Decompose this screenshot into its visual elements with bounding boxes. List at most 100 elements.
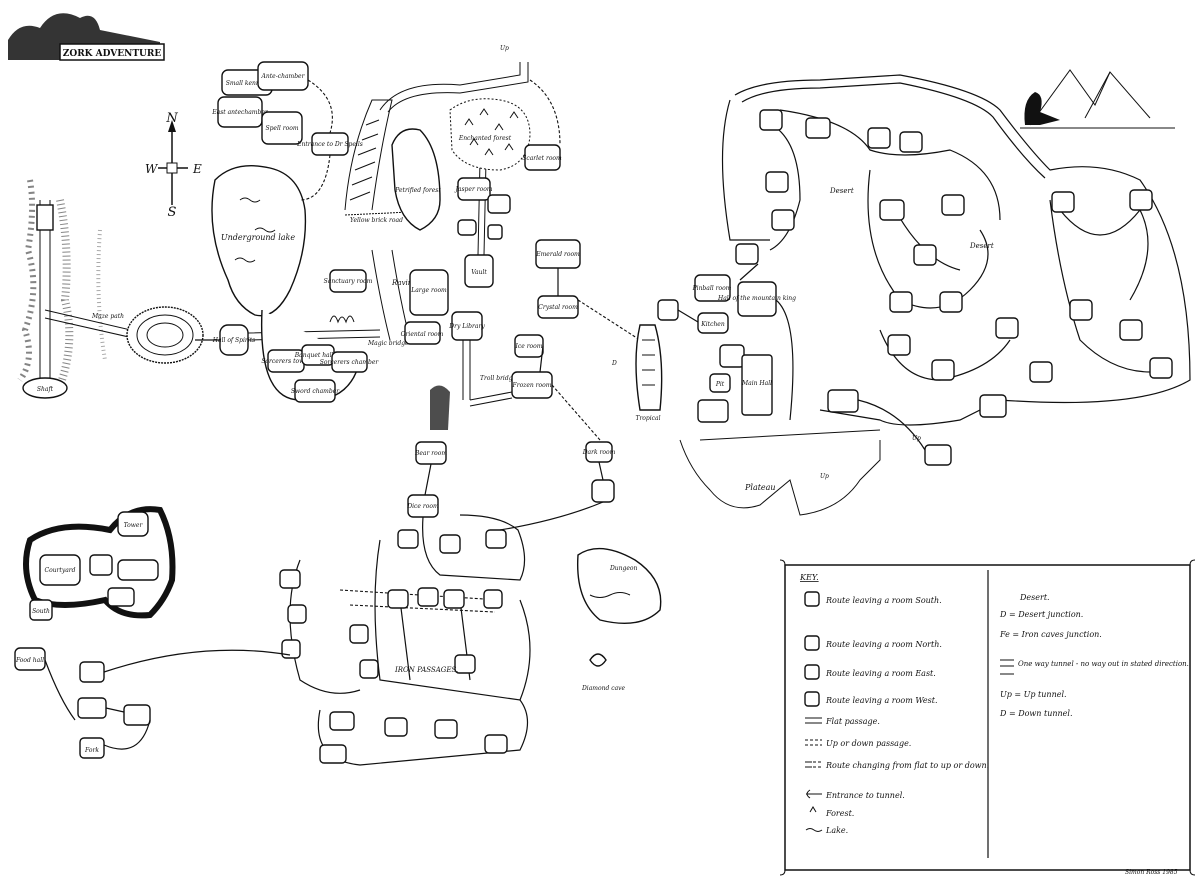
key-oneway-icon <box>1000 659 1014 675</box>
room-pinball: Pinball room <box>692 285 732 292</box>
key-right-item-1: Fe = Iron caves junction. <box>999 630 1102 639</box>
key-item-6: Route changing from flat to up or down. <box>825 761 989 770</box>
underground-lake-region: Underground lake <box>211 165 307 317</box>
room-kitchen: Kitchen <box>700 321 725 328</box>
maze-area: Shaft Maze path <box>17 179 204 399</box>
room-ante-chamber: Ante-chamber <box>261 73 306 80</box>
dungeon-region: Dungeon Diamond cave <box>576 547 662 692</box>
room-dry-library: Dry Library <box>448 323 485 330</box>
room-vault: Vault <box>471 269 487 276</box>
compass-east: E <box>192 162 202 176</box>
plateau-region: Plateau <box>679 429 881 516</box>
title-banner: ZORK ADVENTURE <box>8 13 165 61</box>
room-sword-chamber: Sword chamber <box>291 388 340 395</box>
key-lake-icon <box>805 828 823 832</box>
key-right-item-2: One way tunnel - no way out in stated di… <box>1018 660 1189 668</box>
marker-up-2: Up <box>820 473 829 480</box>
gem-rooms: Emerald room Crystal room Ice room Froze… <box>469 239 663 422</box>
key-tunnel-icon <box>806 789 822 799</box>
room-large: Large room <box>410 287 447 294</box>
room-jasper: Jasper room <box>453 186 492 193</box>
map-title: ZORK ADVENTURE <box>63 49 162 59</box>
room-fork: Fork <box>84 747 99 754</box>
room-sanctuary: Sanctuary room <box>324 278 373 285</box>
room-emerald: Emerald room <box>535 251 580 258</box>
compass-icon: N S E W <box>145 111 202 220</box>
room-iron-passages: IRON PASSAGES. <box>394 666 458 674</box>
room-diamond-cave: Diamond cave <box>581 685 626 692</box>
room-yellow-brick-road: Yellow brick road <box>350 217 403 224</box>
room-dice: Dice room <box>406 503 439 510</box>
desert-label-1: Desert <box>829 187 854 195</box>
key-change-icon <box>813 761 822 768</box>
compass-south: S <box>168 205 177 220</box>
key-right-heading: Desert. <box>1019 593 1050 602</box>
main-hall-region: Pinball room Hall of the mountain king K… <box>657 274 796 423</box>
room-ravine: Ravine <box>391 279 416 287</box>
map-key: KEY. Route leaving a room South. Route l… <box>779 559 1196 876</box>
sorcerer-rooms: Hall of Spirits Sorcerers tower Banquet … <box>212 269 381 403</box>
room-courtyard: Courtyard <box>44 567 75 574</box>
key-item-9: Lake. <box>825 826 848 835</box>
key-heading: KEY. <box>799 573 819 582</box>
desert-region: Desert Desert <box>721 74 1191 466</box>
room-sorcerers-chamber: Sorcerers chamber <box>320 359 380 366</box>
room-spell-room: Spell room <box>265 125 298 132</box>
marker-up-1: Up <box>500 45 509 52</box>
room-hall-mountain-king: Hall of the mountain king <box>717 295 796 302</box>
room-dungeon: Dungeon <box>609 565 638 572</box>
room-pit: Pit <box>715 381 725 388</box>
desert-label-2: Desert <box>969 242 994 250</box>
key-item-3: Route leaving a room West. <box>825 696 938 705</box>
key-item-0: Route leaving a room South. <box>825 596 942 605</box>
pyramids-illustration <box>1020 69 1175 129</box>
iron-passages-region: Bear room Dice room Dark room IRON PASSA… <box>279 385 616 766</box>
key-item-4: Flat passage. <box>825 717 880 726</box>
tower-region: Tower Courtyard South <box>23 506 176 621</box>
map-credit: Simon Ross 1985 <box>1125 869 1178 876</box>
room-crystal: Crystal room <box>538 304 578 311</box>
room-frozen: Frozen room <box>512 382 552 389</box>
room-main-hall: Main Hall <box>741 380 772 387</box>
key-south-icon <box>804 591 820 607</box>
room-petrified-forest: Petrified forest <box>394 187 441 194</box>
room-small-kennels: Small kennels <box>226 80 269 87</box>
room-east-antechamber: East antechamber <box>211 109 269 116</box>
compass-west: W <box>145 162 159 176</box>
key-item-1: Route leaving a room North. <box>825 640 942 649</box>
room-plateau: Plateau <box>744 483 776 492</box>
central-rooms: Large room Vault Oriental room Dry Libra… <box>401 159 517 400</box>
key-item-8: Forest. <box>825 809 854 818</box>
key-forest-icon <box>809 806 817 813</box>
key-right-item-4: D = Down tunnel. <box>999 709 1072 718</box>
room-entrance-dr-spells: Entrance to Dr Spells <box>296 141 363 148</box>
key-east-icon <box>804 664 820 680</box>
key-right-item-3: Up = Up tunnel. <box>1000 690 1067 699</box>
ravine-region: Ravine Yellow brick road Magic bridge Pe… <box>344 62 529 347</box>
room-bear: Bear room <box>414 450 447 457</box>
room-magic-bridge: Magic bridge <box>367 340 409 347</box>
room-sorcerers-tower: Sorcerers tower <box>261 358 311 365</box>
room-banquet-hall: Banquet hall of <box>294 352 343 359</box>
room-hall-of-spirits: Hall of Spirits <box>212 337 255 344</box>
key-updown-icon <box>805 739 822 746</box>
room-enchanted-forest: Enchanted forest <box>458 135 512 142</box>
marker-down-1: D <box>611 360 617 367</box>
room-dark: Dark room <box>582 449 616 456</box>
key-west-icon <box>804 691 820 707</box>
key-item-7: Entrance to tunnel. <box>825 791 905 800</box>
key-flat-icon <box>805 717 822 724</box>
upper-left-rooms: Small kennels Ante-chamber East antecham… <box>211 61 363 156</box>
food-hall-region: Food hall Fork <box>14 647 291 759</box>
room-maze-path: Maze path <box>91 313 124 320</box>
key-north-icon <box>804 635 820 651</box>
room-underground-lake: Underground lake <box>221 233 295 242</box>
room-tropical: Tropical <box>635 415 660 422</box>
compass-north: N <box>165 111 178 126</box>
key-item-5: Up or down passage. <box>826 739 911 748</box>
room-troll-bridge: Troll bridge <box>480 375 517 382</box>
connecting-passages <box>195 79 926 531</box>
room-food-hall: Food hall <box>15 657 44 664</box>
room-oriental: Oriental room <box>401 331 444 338</box>
